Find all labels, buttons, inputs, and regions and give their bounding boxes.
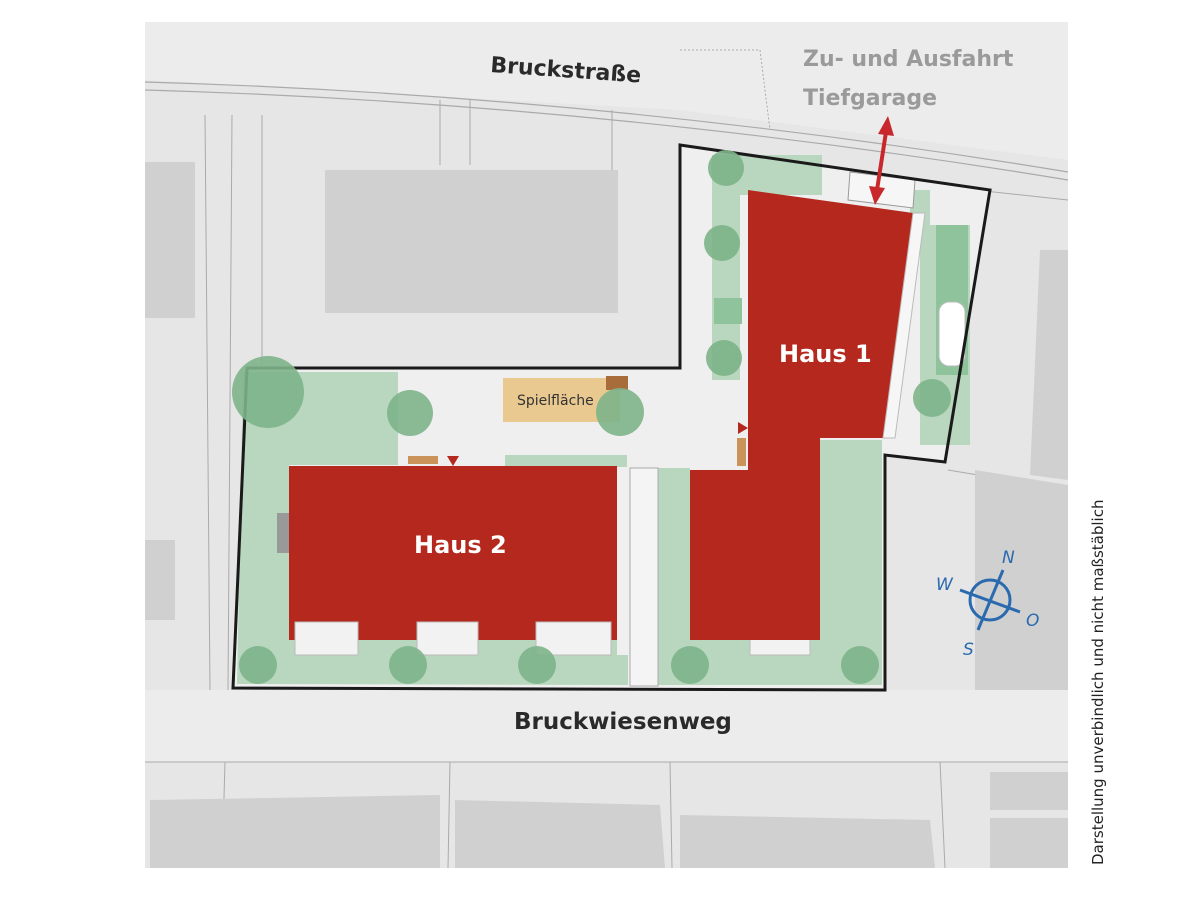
bike-rack (408, 456, 438, 464)
playground-equipment (606, 376, 628, 390)
street-edge (144, 81, 1069, 173)
tree-icon (706, 340, 742, 376)
street-label-bruckwiesenweg: Bruckwiesenweg (514, 709, 732, 735)
entrance-marker-icon (738, 422, 748, 434)
bike-rack (737, 438, 746, 466)
compass-north: N (1002, 548, 1015, 568)
tree-icon (596, 388, 644, 436)
tree-icon (232, 356, 304, 428)
garage-access-label-line2: Tiefgarage (803, 86, 937, 111)
entrance-marker-icon (447, 456, 459, 466)
property-boundary (231, 143, 992, 692)
compass-east: O (1026, 611, 1039, 631)
tree-icon (389, 646, 427, 684)
balconies (294, 621, 811, 656)
tree-icon (913, 379, 951, 417)
street-bruckwiesenweg-area (145, 690, 1068, 762)
tree-icon (387, 390, 433, 436)
disclaimer-text: Darstellung unverbindlich und nicht maßs… (1089, 500, 1107, 865)
passage (629, 467, 659, 687)
street-edge (144, 89, 1069, 181)
tree-icon (239, 646, 277, 684)
parcel-line (680, 49, 771, 131)
tree-icon (704, 225, 740, 261)
tree-icon (518, 646, 556, 684)
neighbor-buildings (145, 162, 1068, 868)
garage-access-arrow-icon (869, 116, 894, 205)
parking-row (882, 212, 926, 439)
haus-1-label: Haus 1 (779, 340, 872, 368)
haus-1-building (690, 190, 913, 640)
playground-label: Spielfläche (517, 393, 594, 409)
tree-icon (841, 646, 879, 684)
tree-icon (708, 150, 744, 186)
compass-west: W (936, 575, 954, 595)
bike-area (714, 298, 742, 324)
compass-icon (959, 569, 1021, 631)
garage-access-label-line1: Zu- und Ausfahrt (803, 47, 1014, 72)
compass-south: S (963, 640, 974, 660)
tree-icon (671, 646, 709, 684)
street-bruckstrasse-area (145, 22, 1068, 160)
haus-2-building (289, 466, 617, 640)
haus-2-label: Haus 2 (414, 531, 507, 559)
stairs (277, 513, 289, 553)
trees (232, 150, 951, 684)
